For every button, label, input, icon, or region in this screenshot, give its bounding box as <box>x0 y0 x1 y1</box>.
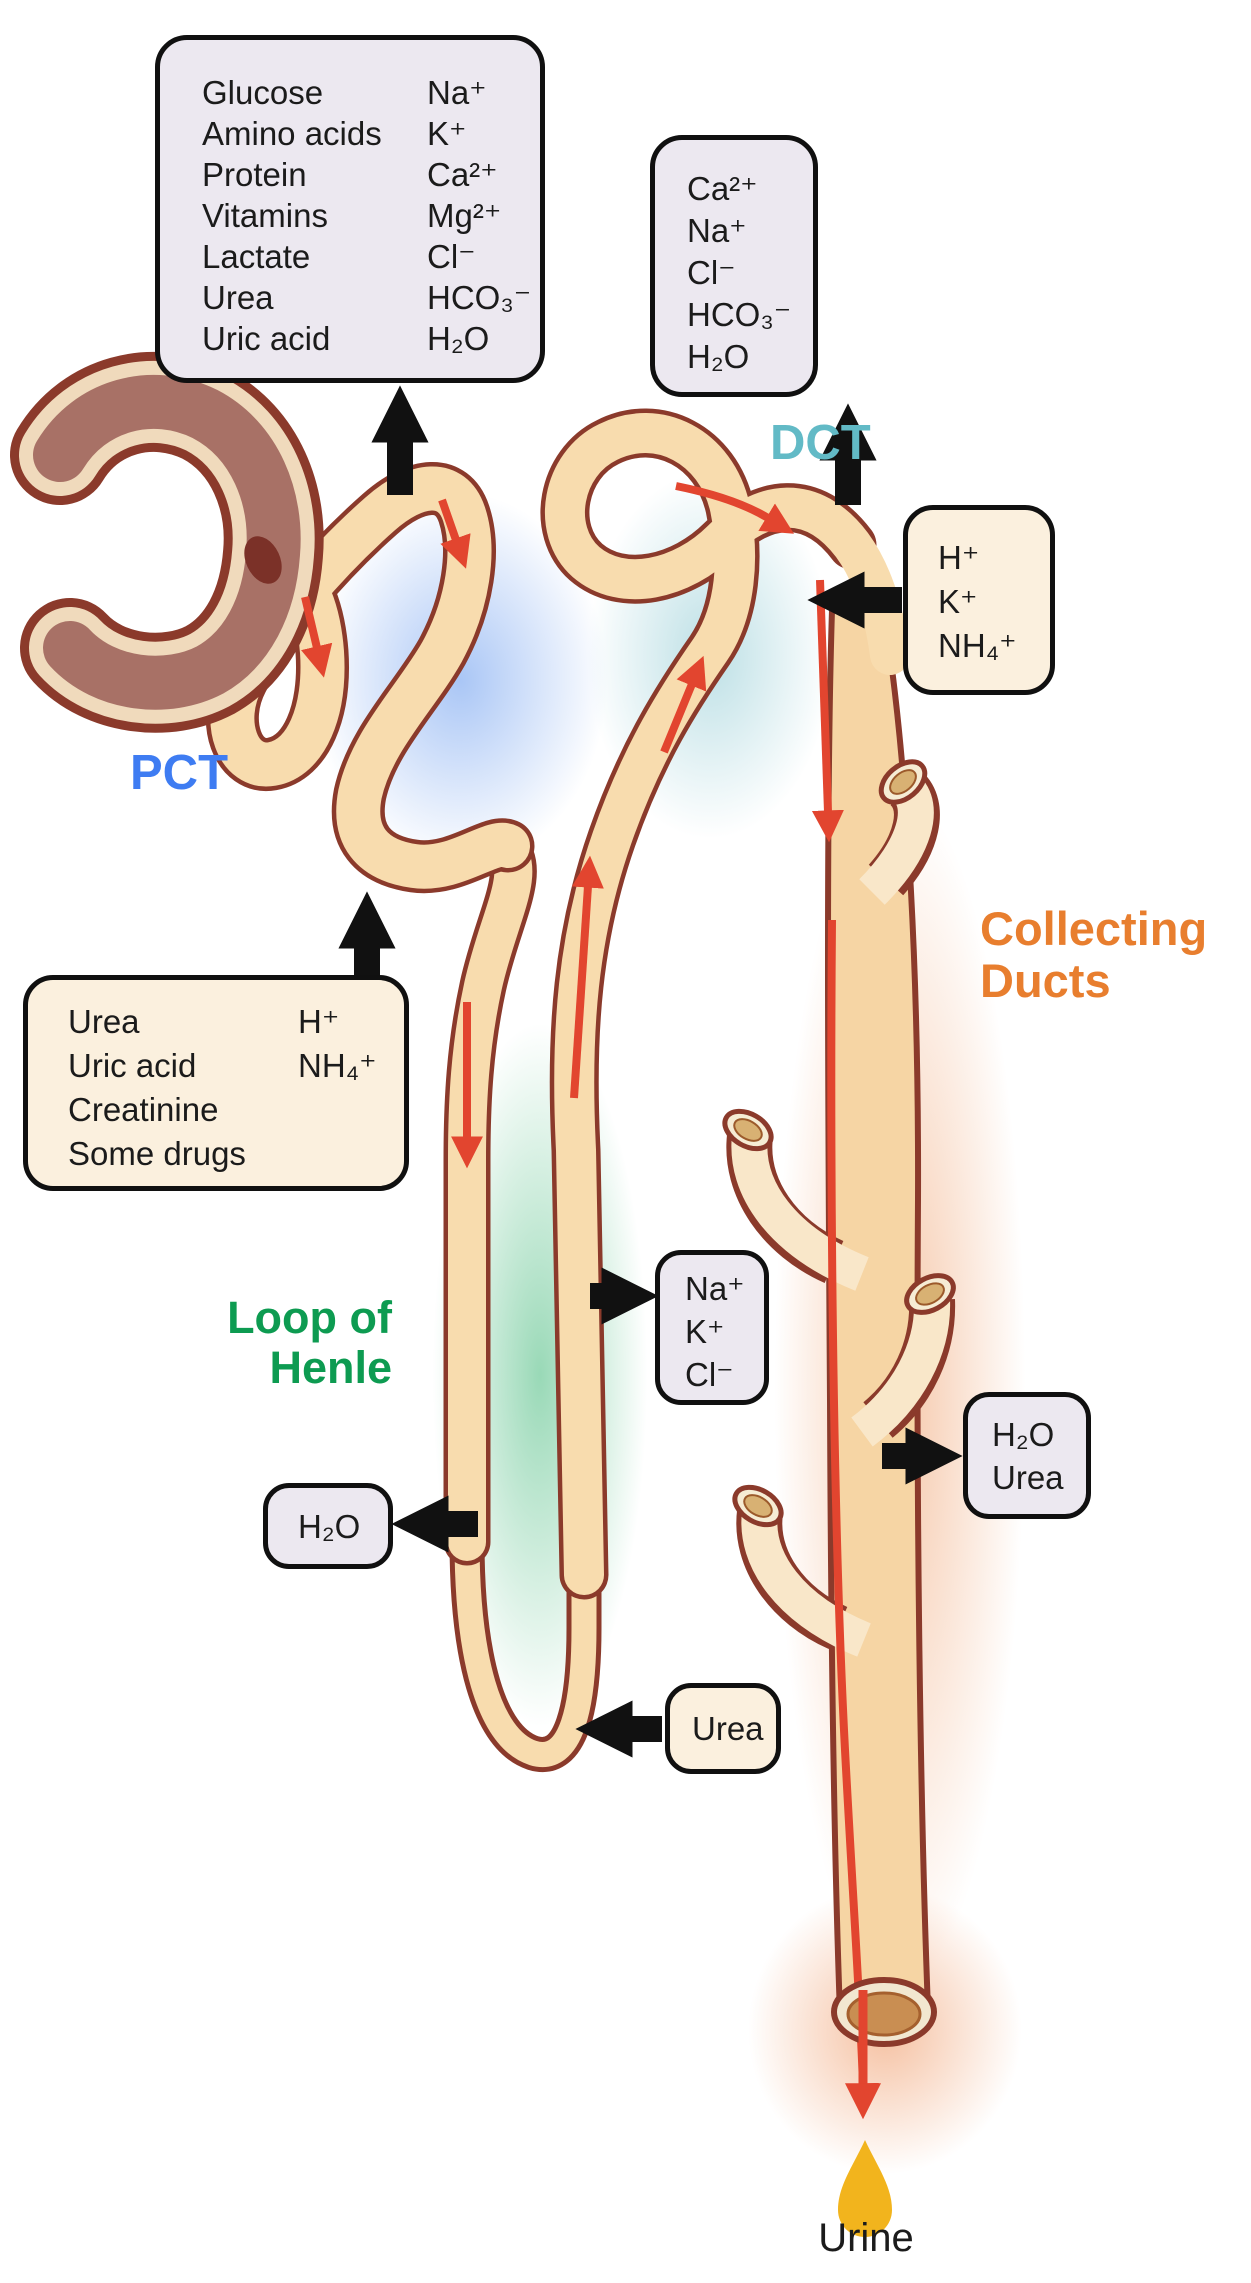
bowmans-capsule <box>10 352 324 733</box>
collecting-duct-body <box>828 580 928 2040</box>
substance-item: Creatinine <box>68 1091 219 1128</box>
flow-arrows <box>301 482 879 2116</box>
collecting-duct-right-edge <box>875 579 931 2011</box>
substance-item: Uric acid <box>202 320 331 357</box>
substance-item: Uric acid <box>68 1047 197 1084</box>
descending-h2o-box: H₂O <box>263 1483 393 1569</box>
ascending-reabsorbed-box: Na⁺ K⁺ Cl⁻ <box>655 1250 769 1405</box>
substance-item: Na⁺ <box>427 74 487 111</box>
loop-of-henle-hairpin <box>449 1522 602 1772</box>
substance-item: Amino acids <box>202 115 382 152</box>
substance-item: H₂O <box>992 1416 1055 1453</box>
substance-item: NH₄⁺ <box>938 627 1017 664</box>
flow-arrow-dct-outflow <box>675 482 795 534</box>
substance-item: Cl⁻ <box>427 238 476 275</box>
substance-item: HCO₃⁻ <box>427 279 532 316</box>
substance-item: HCO₃⁻ <box>687 296 792 333</box>
substance-item: Glucose <box>202 74 324 111</box>
substance-item: Urea <box>692 1710 764 1747</box>
substance-item: Mg²⁺ <box>427 197 502 234</box>
substance-item: H⁺ <box>298 1003 340 1040</box>
substance-item: Ca²⁺ <box>427 156 498 193</box>
duct-secreted-box: H⁺ K⁺ NH₄⁺ <box>903 505 1055 695</box>
pct-label: PCT <box>130 746 228 800</box>
substance-item: Urea <box>202 279 274 316</box>
urine-label: Urine <box>818 2216 914 2260</box>
collecting-duct-mouth <box>831 1977 937 2120</box>
branch-mouths <box>722 759 956 1528</box>
urine-drop-icon <box>838 2140 892 2237</box>
substance-item: K⁺ <box>427 115 467 152</box>
substance-item: Na⁺ <box>685 1270 745 1307</box>
pct-coil <box>205 462 535 894</box>
substance-item: Lactate <box>202 238 311 275</box>
flow-arrow-duct-long <box>827 919 879 2116</box>
substance-item: Cl⁻ <box>685 1356 734 1393</box>
ascending-urea-box: Urea <box>665 1683 781 1774</box>
branch-mouth-lumen <box>733 1118 763 1142</box>
flow-arrow-ascending <box>570 855 604 1099</box>
descending-limb <box>443 824 537 1566</box>
branch-mouth-lumen <box>743 1494 773 1518</box>
substance-item: Urea <box>992 1459 1064 1496</box>
branch-mouth-lumen <box>889 769 917 795</box>
flow-arrow-pct-loop <box>438 498 471 569</box>
substance-item: H₂O <box>298 1508 361 1545</box>
substance-item: Na⁺ <box>687 212 747 249</box>
branch-fill <box>850 1299 951 1447</box>
flow-arrow-duct-top <box>811 579 844 843</box>
hairpin-fill <box>454 1527 597 1767</box>
substance-item: Ca²⁺ <box>687 170 758 207</box>
substance-item: Protein <box>202 156 307 193</box>
substance-item: Vitamins <box>202 197 328 234</box>
flow-arrow-ascending-upper <box>660 655 707 754</box>
substance-item: H₂O <box>427 320 490 357</box>
substance-item: Some drugs <box>68 1135 246 1172</box>
duct-reabsorbed-box: H₂O Urea <box>963 1392 1091 1519</box>
capsule-neck-lumen <box>244 536 282 584</box>
pct-reabsorbed-right-column: Na⁺ K⁺ Ca²⁺ Mg²⁺ Cl⁻ HCO₃⁻ H₂O <box>427 72 531 378</box>
substance-item: K⁺ <box>685 1313 725 1350</box>
substance-item: Urea <box>68 1003 140 1040</box>
flow-arrow-pct-descent <box>301 596 333 678</box>
substance-item: K⁺ <box>938 583 978 620</box>
substance-item: H₂O <box>687 338 750 375</box>
substance-item: Cl⁻ <box>687 254 736 291</box>
collecting-ducts-label: Collecting Ducts <box>980 902 1208 1007</box>
substance-item: H⁺ <box>938 539 980 576</box>
dct-label: DCT <box>770 416 871 470</box>
dct-reabsorbed-box: Ca²⁺ Na⁺ Cl⁻ HCO₃⁻ H₂O <box>650 135 818 397</box>
loop-of-henle-label: Loop of Henle <box>227 1292 392 1393</box>
pct-fill <box>210 466 530 889</box>
pct-secreted-right-column: H⁺ NH₄⁺ <box>298 1000 377 1186</box>
branch-mouth-lumen <box>915 1282 945 1306</box>
substance-item: NH₄⁺ <box>298 1047 377 1084</box>
